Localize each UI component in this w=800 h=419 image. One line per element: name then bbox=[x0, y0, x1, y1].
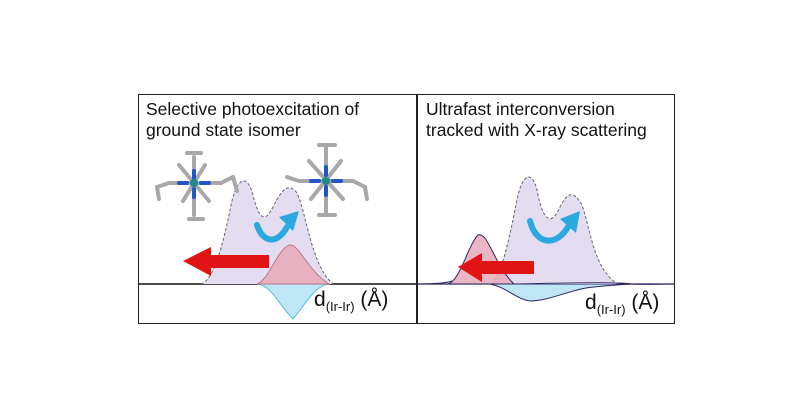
panel-photoexcitation: Selective photoexcitation of ground stat… bbox=[138, 94, 417, 324]
panel-right-title-line2: tracked with X-ray scattering bbox=[426, 120, 647, 140]
depletion-peak bbox=[256, 283, 330, 320]
molecule-structure-icon bbox=[285, 143, 369, 217]
panel-right-title-line1: Ultrafast interconversion bbox=[426, 99, 615, 119]
excited-population-peak bbox=[256, 244, 331, 285]
axis-label-subscript: (Ir-Ir) bbox=[325, 299, 355, 314]
panel-interconversion: Ultrafast interconversion tracked with X… bbox=[417, 94, 675, 324]
interconversion-plot bbox=[418, 176, 674, 302]
ground-state-distribution bbox=[492, 177, 618, 284]
red-left-arrow-icon bbox=[183, 247, 269, 276]
axis-label-d: d bbox=[585, 291, 597, 314]
axis-label-distance: d(Ir-Ir) (Å) bbox=[314, 288, 388, 314]
panel-left-title: Selective photoexcitation of ground stat… bbox=[146, 99, 359, 141]
molecule-structure-icon bbox=[155, 151, 239, 221]
photoexcitation-plot bbox=[139, 143, 416, 320]
panel-left-title-line1: Selective photoexcitation of bbox=[146, 99, 360, 119]
axis-label-unit: (Å) bbox=[354, 288, 389, 311]
transient-signal-outline bbox=[418, 280, 674, 285]
difference-signal-dip bbox=[489, 283, 633, 302]
curved-arrow-icon bbox=[254, 211, 299, 243]
panel-left-title-line2: ground state isomer bbox=[146, 120, 301, 140]
ground-state-envelope bbox=[200, 180, 334, 285]
axis-label-subscript: (Ir-Ir) bbox=[596, 302, 626, 317]
ground-state-envelope bbox=[491, 176, 619, 285]
axis-label-unit: (Å) bbox=[625, 291, 660, 314]
curved-arrow-icon bbox=[527, 211, 580, 244]
axis-label-distance: d(Ir-Ir) (Å) bbox=[585, 291, 659, 317]
panel-right-title: Ultrafast interconversion tracked with X… bbox=[426, 99, 647, 141]
red-left-arrow-icon bbox=[458, 253, 534, 282]
axis-label-d: d bbox=[314, 288, 326, 311]
